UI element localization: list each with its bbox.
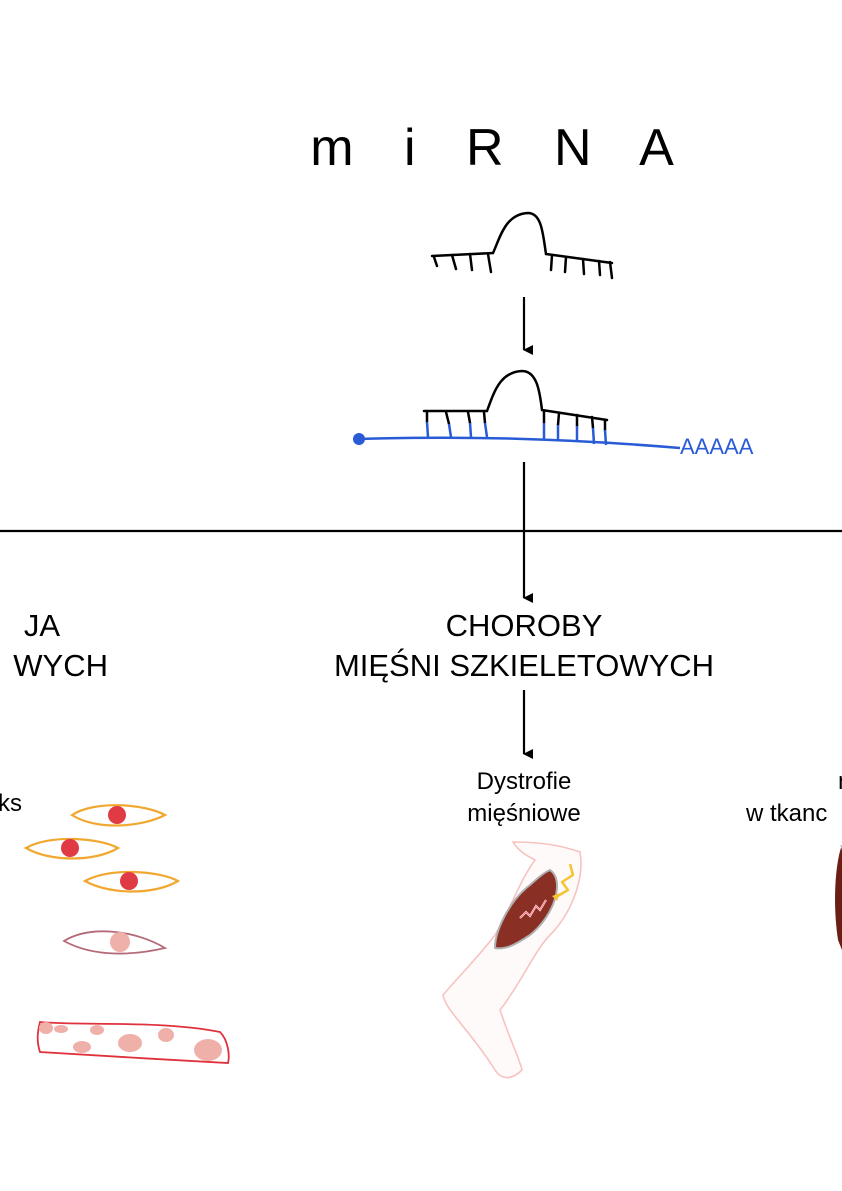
center-sub-label: Dystrofie mięśniowe <box>374 766 674 830</box>
center-heading-line1: CHOROBY <box>445 608 603 643</box>
muscle-tissue-partial-icon <box>835 845 842 950</box>
left-heading-line1: JA <box>23 608 60 643</box>
center-heading: CHOROBY MIĘŚNI SZKIELETOWYCH <box>274 606 774 686</box>
mirna-mrna-complex-icon <box>353 369 681 450</box>
right-sub-line1: n <box>746 766 842 798</box>
differentiating-cell-icon <box>62 930 168 955</box>
right-sub-label: n w tkanc <box>746 766 842 830</box>
mrna-cap-icon <box>353 433 365 445</box>
poly-a-tail-label: AAAAA <box>680 434 754 459</box>
center-sub-line1: Dystrofie <box>476 768 572 795</box>
left-heading: JA WYCH <box>0 606 108 686</box>
left-sub-label: ks <box>0 790 22 817</box>
mrna-strand <box>358 436 681 450</box>
left-heading-line2: WYCH <box>13 648 108 683</box>
diagram-title: m i R N A <box>310 119 692 177</box>
right-sub-line2: w tkanc <box>746 800 828 827</box>
center-heading-line2: MIĘŚNI SZKIELETOWYCH <box>333 648 715 683</box>
mirna-hairpin-icon <box>430 211 614 280</box>
myoblast-cells-icon <box>23 804 181 893</box>
myotube-fiber-icon <box>36 1021 230 1064</box>
leg-muscle-damage-icon <box>442 841 582 1079</box>
center-sub-line2: mięśniowe <box>467 800 581 827</box>
